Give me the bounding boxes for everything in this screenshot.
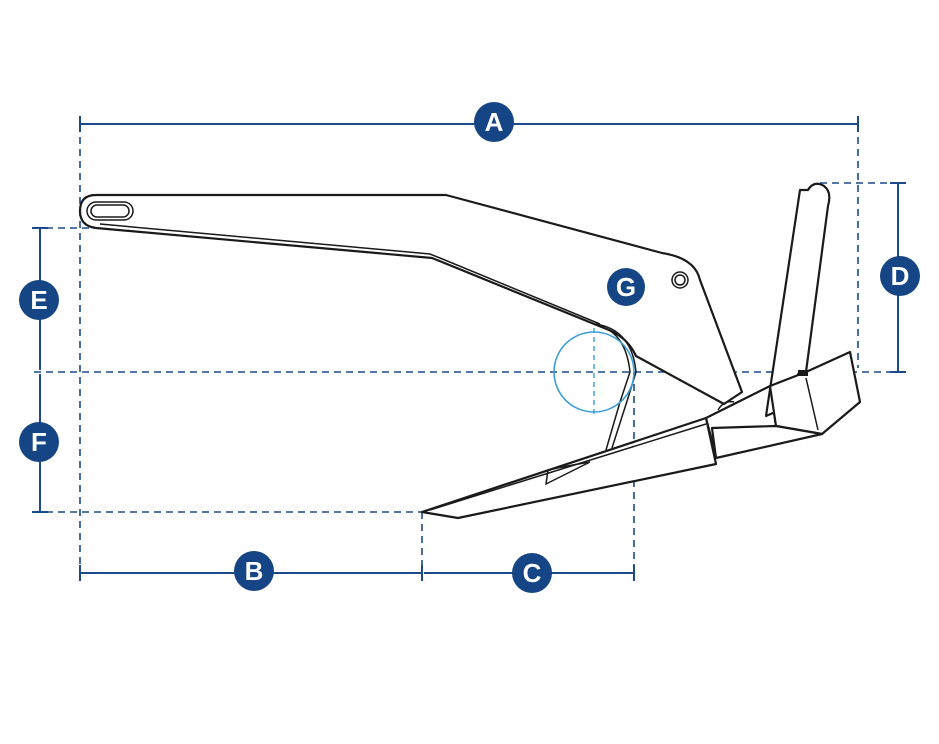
badge-d: D (880, 256, 920, 296)
heel-bolt (717, 400, 735, 411)
shank-leg-inner (599, 325, 631, 451)
anchor-fluke (420, 416, 718, 520)
badge-f-circle (19, 422, 59, 462)
badge-d-circle (880, 256, 920, 296)
toe-crease (805, 377, 819, 431)
badge-a-label: A (485, 107, 504, 137)
badge-b-label: B (245, 556, 264, 586)
pivot-hole (671, 271, 689, 289)
badge-e-label: E (30, 285, 47, 315)
fluke-top-edge (429, 423, 707, 511)
roll-bar (764, 182, 831, 418)
badge-f-label: F (31, 427, 47, 457)
anchor-drawing (78, 182, 862, 520)
badge-a-circle (474, 102, 514, 142)
shank-leg (595, 323, 637, 449)
badge-g: G (607, 268, 645, 306)
toe-joint (798, 370, 808, 376)
badge-d-label: D (891, 261, 910, 291)
badge-a: A (474, 102, 514, 142)
badge-b-circle (234, 551, 274, 591)
badge-g-circle (607, 268, 645, 306)
badge-f: F (19, 422, 59, 462)
badge-b: B (234, 551, 274, 591)
shank-inner-edge (99, 223, 601, 325)
badge-g-label: G (616, 272, 636, 302)
shackle-slot (86, 201, 134, 221)
badge-e-circle (19, 280, 59, 320)
pivot-hole-inner (674, 274, 686, 286)
fluke-lower-plate (710, 424, 824, 460)
badge-e: E (19, 280, 59, 320)
badge-c: C (512, 553, 552, 593)
pivot-clearance-circle (553, 328, 635, 416)
badge-c-label: C (523, 558, 542, 588)
shackle-slot-inner (90, 204, 130, 218)
badge-c-circle (512, 553, 552, 593)
